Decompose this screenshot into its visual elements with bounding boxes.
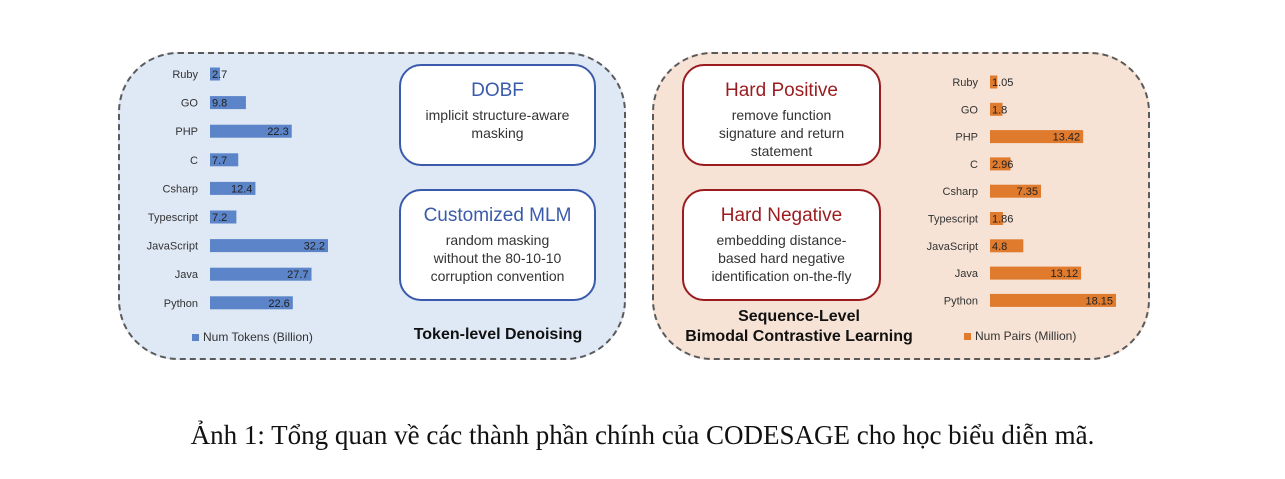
figure-caption: Ảnh 1: Tổng quan về các thành phần chính… bbox=[190, 420, 1095, 450]
tokens-bar bbox=[210, 267, 312, 281]
pairs-category-label: C bbox=[970, 159, 978, 171]
tokens-bar bbox=[210, 153, 239, 167]
tokens-data-label: 22.3 bbox=[267, 126, 288, 138]
pairs-data-label: 13.42 bbox=[1053, 132, 1081, 144]
tokens-category-label: JavaScript bbox=[147, 241, 198, 253]
pairs-category-label: JavaScript bbox=[927, 241, 978, 253]
pairs-data-label: 13.12 bbox=[1051, 268, 1079, 280]
pairs-data-label: 1.86 bbox=[992, 214, 1013, 226]
tokens-bar bbox=[210, 124, 292, 138]
pairs-bar bbox=[990, 75, 998, 89]
pairs-category-label: Python bbox=[944, 295, 978, 307]
tokens-category-label: Ruby bbox=[172, 69, 198, 81]
tokens-data-label: 12.4 bbox=[231, 183, 252, 195]
dobf-title: DOBF bbox=[471, 80, 524, 101]
pairs-category-label: PHP bbox=[955, 132, 978, 144]
dobf-box: DOBF implicit structure-aware masking bbox=[399, 64, 596, 166]
pairs-category-label: Ruby bbox=[952, 77, 978, 89]
pairs-data-label: 18.15 bbox=[1085, 295, 1113, 307]
hard-positive-body-line: signature and return bbox=[718, 125, 845, 141]
tokens-data-label: 7.2 bbox=[212, 212, 227, 224]
tokens-category-label: Python bbox=[164, 298, 198, 310]
legend-swatch bbox=[964, 332, 971, 340]
tokens-bar bbox=[210, 67, 220, 81]
pairs-category-label: Csharp bbox=[943, 186, 978, 198]
pairs-data-label: 1.05 bbox=[992, 77, 1013, 89]
tokens-category-label: GO bbox=[181, 98, 199, 110]
customized-mlm-body-line: random masking bbox=[445, 232, 550, 248]
hard-positive-box: Hard Positive remove function signature … bbox=[682, 64, 881, 166]
legend-swatch bbox=[192, 333, 199, 341]
hard-positive-body-line: statement bbox=[750, 143, 813, 159]
pairs-bar bbox=[990, 130, 1084, 144]
hard-negative-body-line: embedding distance- bbox=[716, 232, 847, 248]
pairs-bar bbox=[990, 157, 1011, 171]
tokens-data-label: 22.6 bbox=[268, 298, 289, 310]
tokens-data-label: 27.7 bbox=[287, 269, 308, 281]
customized-mlm-body-line: without the 80-10-10 bbox=[433, 250, 562, 266]
pairs-bar bbox=[990, 184, 1042, 198]
left-legend-label: Num Tokens (Billion) bbox=[203, 330, 313, 344]
hard-positive-title: Hard Positive bbox=[725, 80, 838, 101]
hard-positive-body-line: remove function bbox=[731, 107, 832, 123]
tokens-data-label: 7.7 bbox=[212, 155, 227, 167]
pairs-data-label: 2.96 bbox=[992, 159, 1013, 171]
customized-mlm-body-line: corruption convention bbox=[430, 268, 565, 284]
hard-negative-body-line: identification on-the-fly bbox=[711, 268, 852, 284]
pairs-data-label: 4.8 bbox=[992, 241, 1007, 253]
tokens-bar bbox=[210, 296, 293, 310]
right-legend: Num Pairs (Million) bbox=[964, 329, 1076, 343]
pairs-category-label: Typescript bbox=[928, 214, 978, 226]
customized-mlm-box: Customized MLM random masking without th… bbox=[399, 189, 596, 301]
sequence-level-title-line: Sequence-Level bbox=[738, 308, 860, 325]
tokens-data-label: 32.2 bbox=[304, 241, 325, 253]
tokens-data-label: 2.7 bbox=[212, 69, 227, 81]
right-legend-label: Num Pairs (Million) bbox=[975, 329, 1077, 343]
pairs-bar bbox=[990, 102, 1003, 116]
tokens-category-label: Csharp bbox=[163, 183, 198, 195]
hard-negative-title: Hard Negative bbox=[720, 205, 843, 226]
tokens-bar bbox=[210, 239, 328, 253]
pairs-data-label: 1.8 bbox=[992, 104, 1007, 116]
tokens-category-label: Typescript bbox=[148, 212, 198, 224]
token-level-title: Token-level Denoising bbox=[413, 326, 583, 343]
tokens-bar bbox=[210, 181, 256, 195]
pairs-data-label: 7.35 bbox=[1017, 186, 1038, 198]
tokens-data-label: 9.8 bbox=[212, 98, 227, 110]
pairs-bar bbox=[990, 266, 1082, 280]
pairs-category-label: GO bbox=[961, 104, 979, 116]
pairs-category-label: Java bbox=[955, 268, 979, 280]
sequence-level-title-line: Bimodal Contrastive Learning bbox=[685, 328, 913, 345]
dobf-body-line: masking bbox=[471, 125, 524, 141]
dobf-body-line: implicit structure-aware bbox=[425, 107, 570, 123]
tokens-bar bbox=[210, 96, 246, 110]
tokens-category-label: C bbox=[190, 155, 198, 167]
pairs-bar bbox=[990, 293, 1116, 307]
tokens-category-label: Java bbox=[175, 269, 199, 281]
tokens-category-label: PHP bbox=[175, 126, 198, 138]
sequence-level-title: Sequence-Level Bimodal Contrastive Learn… bbox=[672, 307, 926, 347]
pairs-bar bbox=[990, 212, 1003, 225]
hard-negative-box: Hard Negative embedding distance- based … bbox=[682, 189, 881, 301]
tokens-bar bbox=[210, 210, 237, 224]
left-legend: Num Tokens (Billion) bbox=[192, 330, 313, 344]
hard-negative-body-line: based hard negative bbox=[718, 250, 845, 266]
pairs-bar bbox=[990, 239, 1024, 253]
customized-mlm-title: Customized MLM bbox=[423, 205, 572, 226]
